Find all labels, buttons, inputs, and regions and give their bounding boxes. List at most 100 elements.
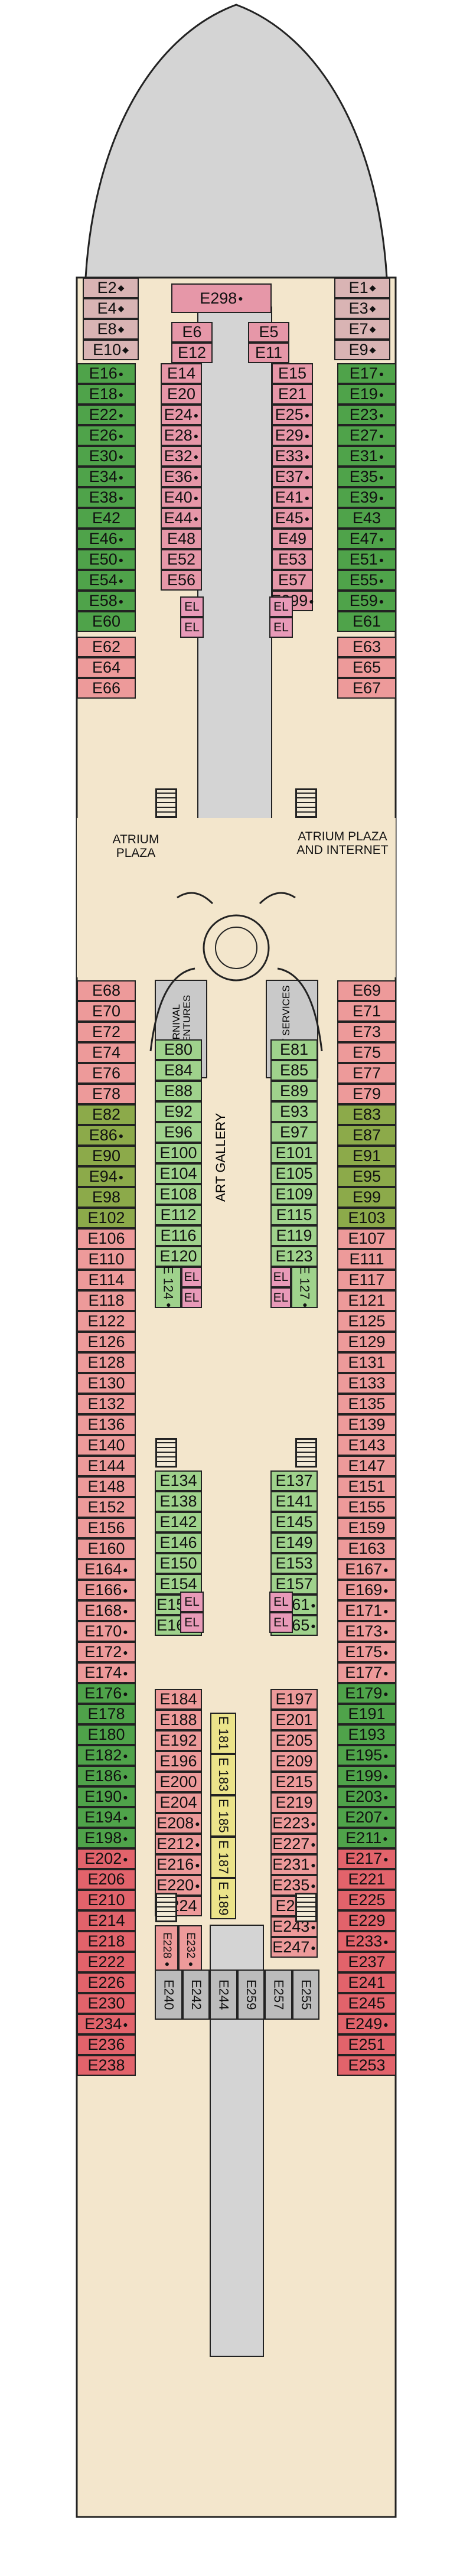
cabin-e143[interactable]: E143 (337, 1435, 396, 1456)
cabin-e204[interactable]: E204 (155, 1792, 202, 1813)
cabin-e232[interactable]: E232● (178, 1925, 202, 1975)
cabin-e47[interactable]: E47● (337, 529, 396, 549)
cabin-e39[interactable]: E39● (337, 487, 396, 508)
cabin-e57[interactable]: E57 (272, 570, 313, 591)
cabin-e98[interactable]: E98 (77, 1187, 136, 1208)
cabin-e135[interactable]: E135 (337, 1394, 396, 1414)
cabin-e208[interactable]: E208● (155, 1813, 202, 1834)
cabin-e164[interactable]: E164● (77, 1559, 136, 1580)
cabin-e132[interactable]: E132 (77, 1394, 136, 1414)
cabin-e89[interactable]: E89 (270, 1081, 318, 1101)
cabin-e30[interactable]: E30● (77, 446, 136, 467)
cabin-e94[interactable]: E94● (77, 1166, 136, 1187)
cabin-e9[interactable]: E9◆ (334, 340, 390, 360)
cabin-e88[interactable]: E88 (155, 1081, 202, 1101)
cabin-e242[interactable]: E242 (182, 1970, 210, 2020)
cabin-e230[interactable]: E230 (77, 1993, 136, 2014)
cabin-e91[interactable]: E91 (337, 1146, 396, 1166)
cabin-e144[interactable]: E144 (77, 1456, 136, 1476)
cabin-e26[interactable]: E26● (77, 425, 136, 446)
cabin-e212[interactable]: E212● (155, 1834, 202, 1854)
cabin-e149[interactable]: E149 (270, 1532, 318, 1553)
cabin-e44[interactable]: E44● (161, 508, 202, 529)
cabin-e216[interactable]: E216● (155, 1854, 202, 1875)
cabin-e97[interactable]: E97 (270, 1122, 318, 1143)
cabin-e64[interactable]: E64 (77, 657, 136, 678)
cabin-e66[interactable]: E66 (77, 678, 136, 699)
cabin-e99[interactable]: E99 (337, 1187, 396, 1208)
cabin-e63[interactable]: E63 (337, 637, 396, 657)
cabin-e119[interactable]: E119 (270, 1225, 318, 1246)
cabin-e86[interactable]: E86● (77, 1125, 136, 1146)
cabin-e37[interactable]: E37● (272, 467, 313, 487)
cabin-el[interactable]: EL (269, 1612, 293, 1633)
cabin-e178[interactable]: E178 (77, 1704, 136, 1724)
cabin-e127[interactable]: E 127● (291, 1266, 318, 1309)
cabin-e155[interactable]: E155 (337, 1497, 396, 1518)
cabin-e56[interactable]: E56 (161, 570, 202, 591)
cabin-el[interactable]: EL (269, 1592, 293, 1612)
cabin-e53[interactable]: E53 (272, 549, 313, 570)
cabin-e85[interactable]: E85 (270, 1060, 318, 1081)
cabin-e15[interactable]: E15 (272, 363, 313, 384)
cabin-e70[interactable]: E70 (77, 1001, 136, 1022)
cabin-e14[interactable]: E14 (161, 363, 202, 384)
cabin-e152[interactable]: E152 (77, 1497, 136, 1518)
cabin-e134[interactable]: E134 (155, 1470, 202, 1491)
cabin-e93[interactable]: E93 (270, 1101, 318, 1122)
cabin-e169[interactable]: E169● (337, 1580, 396, 1600)
cabin-e207[interactable]: E207● (337, 1807, 396, 1828)
cabin-e77[interactable]: E77 (337, 1063, 396, 1084)
cabin-e16[interactable]: E16● (77, 363, 136, 384)
cabin-e128[interactable]: E128 (77, 1352, 136, 1373)
cabin-e7[interactable]: E7◆ (334, 319, 390, 340)
cabin-e148[interactable]: E148 (77, 1476, 136, 1497)
cabin-e218[interactable]: E218 (77, 1931, 136, 1952)
cabin-e189[interactable]: E 189 (210, 1878, 236, 1919)
cabin-e100[interactable]: E100 (155, 1143, 202, 1163)
cabin-el[interactable]: EL (181, 1287, 202, 1308)
cabin-e198[interactable]: E198● (77, 1828, 136, 1848)
cabin-e104[interactable]: E104 (155, 1163, 202, 1184)
cabin-e174[interactable]: E174● (77, 1662, 136, 1683)
cabin-el[interactable]: EL (180, 1612, 204, 1633)
cabin-e241[interactable]: E241 (337, 1972, 396, 1993)
cabin-e137[interactable]: E137 (270, 1470, 318, 1491)
cabin-e130[interactable]: E130 (77, 1373, 136, 1394)
cabin-e4[interactable]: E4◆ (83, 298, 139, 319)
cabin-e69[interactable]: E69 (337, 980, 396, 1001)
cabin-e129[interactable]: E129 (337, 1332, 396, 1352)
cabin-e54[interactable]: E54● (77, 570, 136, 591)
cabin-e45[interactable]: E45● (272, 508, 313, 529)
cabin-e67[interactable]: E67 (337, 678, 396, 699)
cabin-e187[interactable]: E 187 (210, 1837, 236, 1878)
cabin-e38[interactable]: E38● (77, 487, 136, 508)
cabin-e182[interactable]: E182● (77, 1745, 136, 1766)
cabin-e153[interactable]: E153 (270, 1553, 318, 1574)
cabin-e5[interactable]: E5 (248, 322, 289, 343)
cabin-e52[interactable]: E52 (161, 549, 202, 570)
cabin-e60[interactable]: E60 (77, 611, 136, 632)
cabin-e136[interactable]: E136 (77, 1414, 136, 1435)
cabin-e95[interactable]: E95 (337, 1166, 396, 1187)
cabin-e229[interactable]: E229 (337, 1910, 396, 1931)
cabin-e170[interactable]: E170● (77, 1621, 136, 1642)
cabin-e244[interactable]: E244 (210, 1970, 237, 2020)
cabin-e157[interactable]: E157 (270, 1574, 318, 1594)
cabin-e65[interactable]: E65 (337, 657, 396, 678)
cabin-e249[interactable]: E249● (337, 2014, 396, 2034)
cabin-e61[interactable]: E61 (337, 611, 396, 632)
cabin-e186[interactable]: E186● (77, 1766, 136, 1786)
cabin-e72[interactable]: E72 (77, 1022, 136, 1042)
cabin-e23[interactable]: E23● (337, 405, 396, 425)
cabin-e206[interactable]: E206 (77, 1869, 136, 1890)
cabin-e168[interactable]: E168● (77, 1600, 136, 1621)
cabin-e43[interactable]: E43 (337, 508, 396, 529)
cabin-e82[interactable]: E82 (77, 1104, 136, 1125)
cabin-e188[interactable]: E188 (155, 1710, 202, 1730)
cabin-e177[interactable]: E177● (337, 1662, 396, 1683)
cabin-el[interactable]: EL (180, 617, 204, 638)
cabin-e140[interactable]: E140 (77, 1435, 136, 1456)
cabin-e222[interactable]: E222 (77, 1952, 136, 1972)
cabin-e179[interactable]: E179● (337, 1683, 396, 1704)
